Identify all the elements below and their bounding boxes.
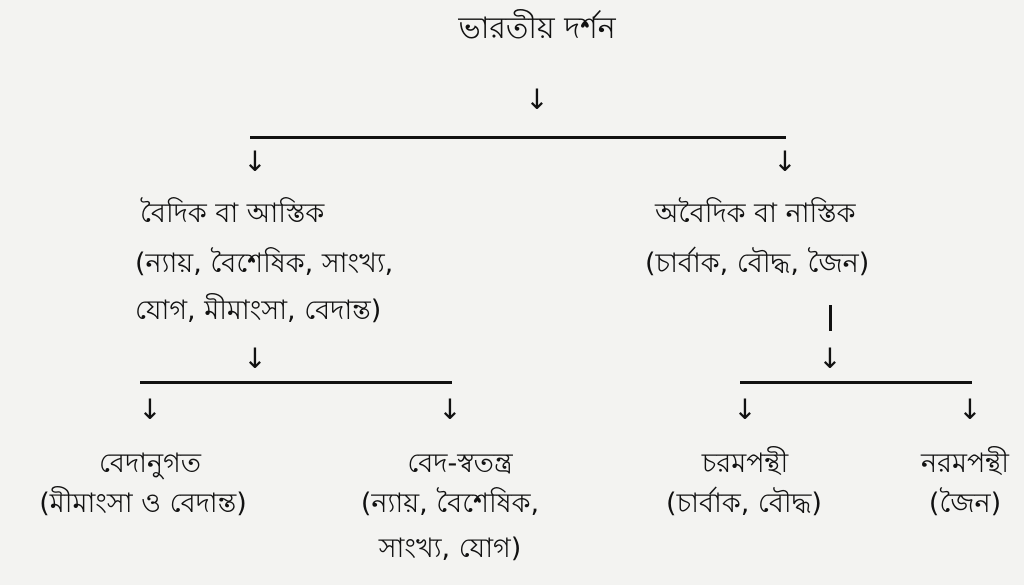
leaf-detail: (চার্বাক, বৌদ্ধ) (666, 488, 822, 519)
arrow-right-sub: ↓ (818, 342, 842, 375)
left-node-label: বৈদিক বা আস্তিক (140, 198, 325, 229)
right-node-detail: (চার্বাক, বৌদ্ধ, জৈন) (645, 248, 870, 279)
root-node: ভারতীয় দর্শন (458, 11, 616, 46)
leaf-detail: সাংখ্য, যোগ) (378, 533, 522, 564)
leaf-label: বেদানুগত (98, 448, 202, 479)
connector-right-stem (829, 305, 832, 331)
leaf-detail: (ন্যায়, বৈশেষিক, (360, 488, 540, 519)
arrow-left-sub: ↓ (243, 342, 267, 375)
arrow-leaf: ↓ (958, 393, 982, 426)
left-node-detail: যোগ, মীমাংসা, বেদান্ত) (135, 295, 382, 326)
connector-right (740, 381, 972, 384)
leaf-label: বেদ-স্বতন্ত্র (407, 448, 513, 479)
arrow-leaf: ↓ (438, 393, 462, 426)
connector-left (140, 381, 452, 384)
leaf-detail: (জৈন) (928, 488, 1002, 519)
connector-root (250, 136, 786, 139)
arrow-root: ↓ (525, 83, 549, 116)
arrow-leaf: ↓ (733, 393, 757, 426)
right-node-label: অবৈদিক বা নাস্তিক (655, 198, 856, 229)
leaf-label: নরমপন্থী (921, 448, 1009, 479)
leaf-detail: (মীমাংসা ও বেদান্ত) (39, 488, 247, 519)
arrow-left: ↓ (243, 145, 267, 178)
left-node-detail: (ন্যায়, বৈশেষিক, সাংখ্য, (135, 248, 394, 279)
arrow-right: ↓ (773, 145, 797, 178)
arrow-leaf: ↓ (138, 393, 162, 426)
leaf-label: চরমপন্থী (701, 448, 789, 479)
